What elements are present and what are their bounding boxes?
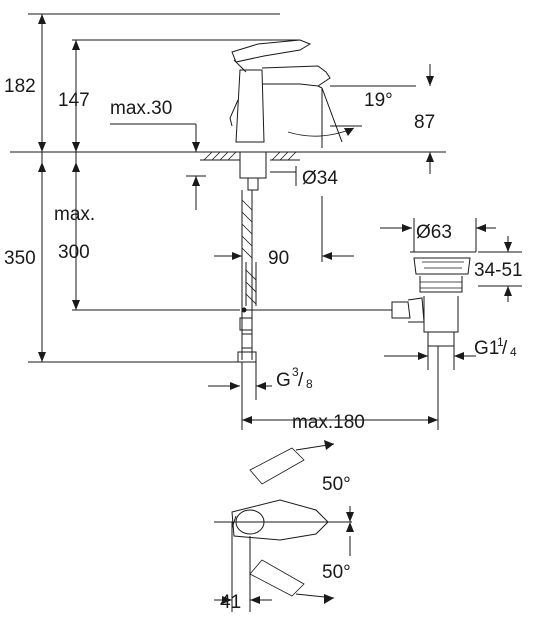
label-d63: Ø63 xyxy=(416,222,452,243)
label-87: 87 xyxy=(414,112,435,133)
svg-text:/: / xyxy=(298,370,304,391)
label-90: 90 xyxy=(268,248,289,269)
label-g1-num: 1 xyxy=(497,335,504,349)
label-50deg-bottom: 50° xyxy=(322,562,351,583)
label-41: 41 xyxy=(220,592,241,613)
dimension-lines xyxy=(10,13,522,612)
pop-up-waste xyxy=(246,251,476,347)
label-g-num: 3 xyxy=(292,365,299,379)
label-147: 147 xyxy=(58,90,90,111)
dimension-labels: 182 147 max.30 19° 87 Ø34 max. 350 300 9… xyxy=(4,76,523,613)
label-g: G xyxy=(276,370,291,391)
label-50deg-top: 50° xyxy=(322,474,351,495)
svg-text:/: / xyxy=(502,338,508,359)
label-19deg: 19° xyxy=(364,90,393,111)
handle-top-view xyxy=(214,447,352,612)
label-300: 300 xyxy=(58,242,90,263)
label-d34: Ø34 xyxy=(302,168,338,189)
faucet-side-view xyxy=(196,39,331,363)
label-182: 182 xyxy=(4,76,36,97)
label-max180: max.180 xyxy=(292,412,365,433)
label-34-51: 34-51 xyxy=(474,260,523,281)
label-350: 350 xyxy=(4,248,36,269)
label-g-den: 8 xyxy=(306,377,313,391)
label-g1: G1 xyxy=(474,338,499,359)
label-max: max. xyxy=(54,204,95,225)
label-max30: max.30 xyxy=(110,98,172,119)
label-g1-den: 4 xyxy=(510,345,517,359)
